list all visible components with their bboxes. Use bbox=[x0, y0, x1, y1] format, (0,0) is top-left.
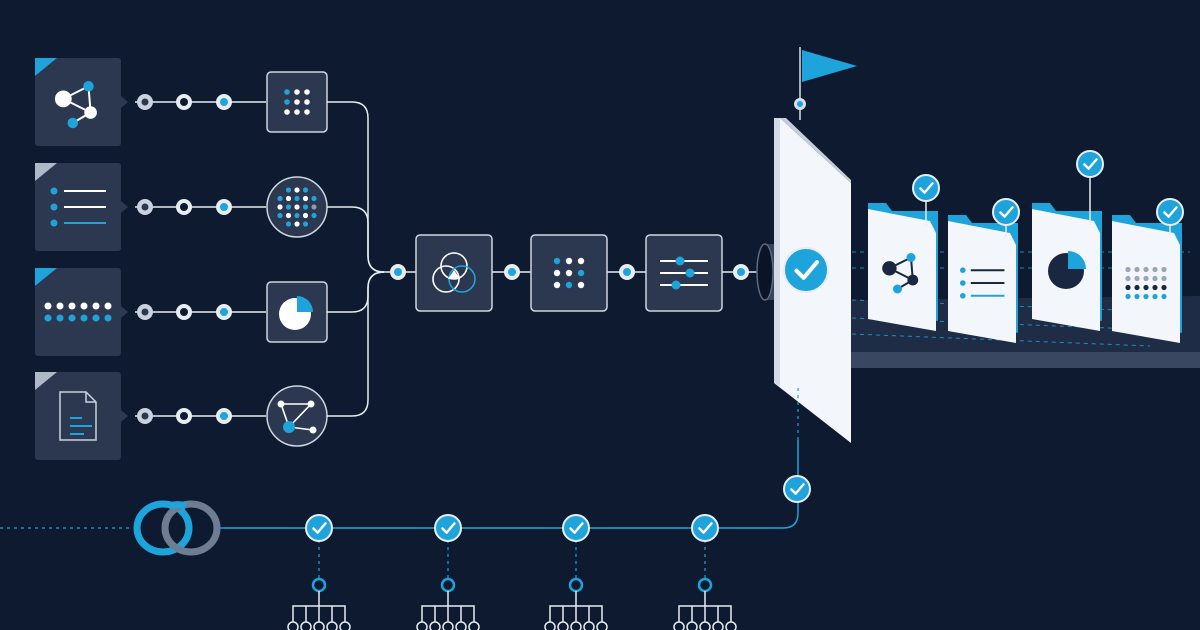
dot-grid-icon bbox=[1125, 266, 1167, 300]
network-graph-source bbox=[35, 58, 266, 146]
checkmark-icon bbox=[305, 514, 333, 542]
list-folder bbox=[948, 198, 1020, 343]
connector-node bbox=[137, 199, 153, 215]
connector-node bbox=[176, 408, 192, 424]
checkmark-icon bbox=[912, 174, 940, 202]
connector-node bbox=[176, 199, 192, 215]
connector-node bbox=[733, 264, 749, 280]
checkmark-icon bbox=[1076, 150, 1104, 178]
linked-rings-icon bbox=[133, 500, 221, 556]
connector-node bbox=[216, 94, 232, 110]
connector-node bbox=[137, 94, 153, 110]
merge-connectors bbox=[327, 101, 385, 417]
checkmark-icon bbox=[562, 514, 590, 542]
hierarchy-icon bbox=[416, 577, 480, 630]
checkmark-icon bbox=[1156, 198, 1184, 226]
transform-column bbox=[266, 71, 328, 447]
lineage-track bbox=[0, 388, 811, 630]
triangle-graph-icon bbox=[277, 400, 317, 434]
document-icon bbox=[59, 391, 97, 441]
checkmark-icon bbox=[783, 247, 829, 293]
validation-gate bbox=[756, 47, 1200, 443]
hierarchy-icon bbox=[673, 577, 737, 630]
connector-node bbox=[390, 264, 406, 280]
circular-dots-transform bbox=[266, 176, 328, 238]
connector-node bbox=[137, 408, 153, 424]
dot-grid-icon bbox=[44, 302, 112, 322]
pipeline bbox=[384, 234, 760, 312]
list-source bbox=[35, 163, 266, 251]
hierarchy-icon bbox=[287, 577, 351, 630]
pie-chart-icon bbox=[1048, 251, 1086, 289]
filter-step bbox=[645, 234, 723, 312]
connector-node bbox=[619, 264, 635, 280]
flag-icon bbox=[794, 47, 857, 120]
matrix-step bbox=[530, 234, 608, 312]
circular-dots-icon bbox=[277, 187, 317, 227]
connector-node bbox=[176, 94, 192, 110]
pie-chart-transform bbox=[266, 281, 328, 343]
sliders-icon bbox=[660, 256, 708, 290]
dot-matrix-transform bbox=[266, 71, 328, 133]
list-icon bbox=[50, 187, 106, 227]
network-graph-icon bbox=[54, 81, 97, 129]
dot-grid-source bbox=[35, 268, 266, 356]
dot-matrix-icon bbox=[553, 257, 585, 289]
connector-node bbox=[216, 304, 232, 320]
hierarchy-icon bbox=[544, 577, 608, 630]
connector-node bbox=[137, 304, 153, 320]
connector-node bbox=[216, 408, 232, 424]
triangle-graph-transform bbox=[266, 385, 328, 447]
lineage-checkpoint bbox=[416, 514, 480, 630]
network-graph-icon bbox=[882, 253, 919, 294]
venn-diagram-icon bbox=[432, 252, 476, 293]
network-graph-folder bbox=[868, 174, 940, 331]
connector-node bbox=[176, 304, 192, 320]
lineage-checkpoint bbox=[287, 514, 351, 630]
lineage-checkpoint bbox=[544, 514, 608, 630]
checkmark-icon bbox=[691, 514, 719, 542]
pie-chart-folder bbox=[1032, 150, 1104, 331]
lineage-checkpoint bbox=[673, 514, 737, 630]
document-source bbox=[35, 372, 266, 460]
merge-step bbox=[415, 234, 493, 312]
pie-chart-icon bbox=[279, 296, 313, 330]
list-icon bbox=[960, 267, 1005, 299]
dot-matrix-icon bbox=[284, 89, 310, 115]
checkmark-icon bbox=[783, 475, 811, 503]
dot-grid-folder bbox=[1112, 198, 1184, 343]
checkmark-icon bbox=[434, 514, 462, 542]
connector-node bbox=[504, 264, 520, 280]
connector-node bbox=[216, 199, 232, 215]
checkmark-icon bbox=[992, 198, 1020, 226]
